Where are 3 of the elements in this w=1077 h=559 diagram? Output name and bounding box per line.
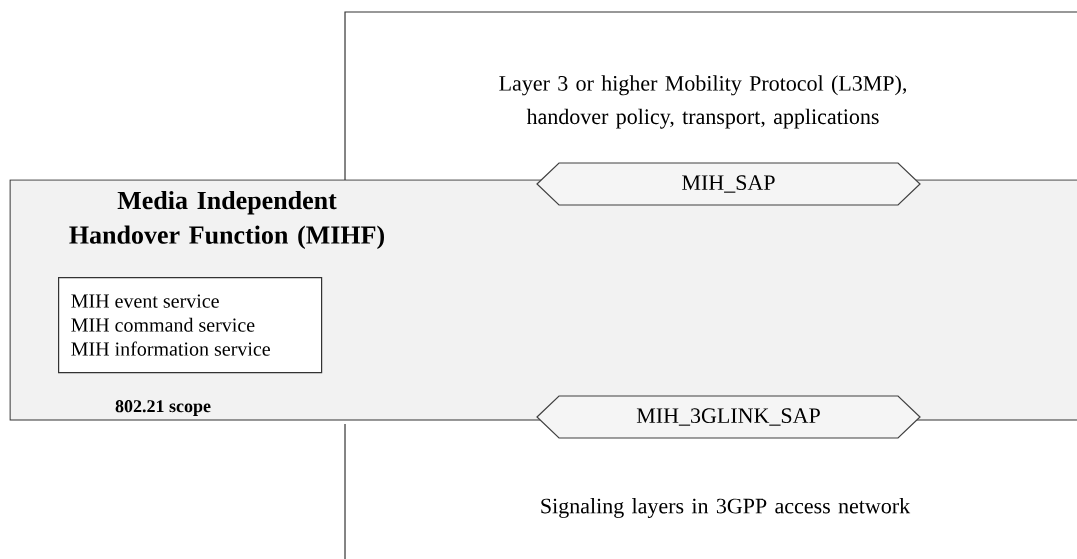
access-point-hexagon: MIH_3GLINK_SAP [536, 395, 921, 439]
service-box: MIH event service MIH command service MIH information service [58, 277, 323, 374]
access-point-hexagon: MIH_SAP [536, 162, 921, 206]
